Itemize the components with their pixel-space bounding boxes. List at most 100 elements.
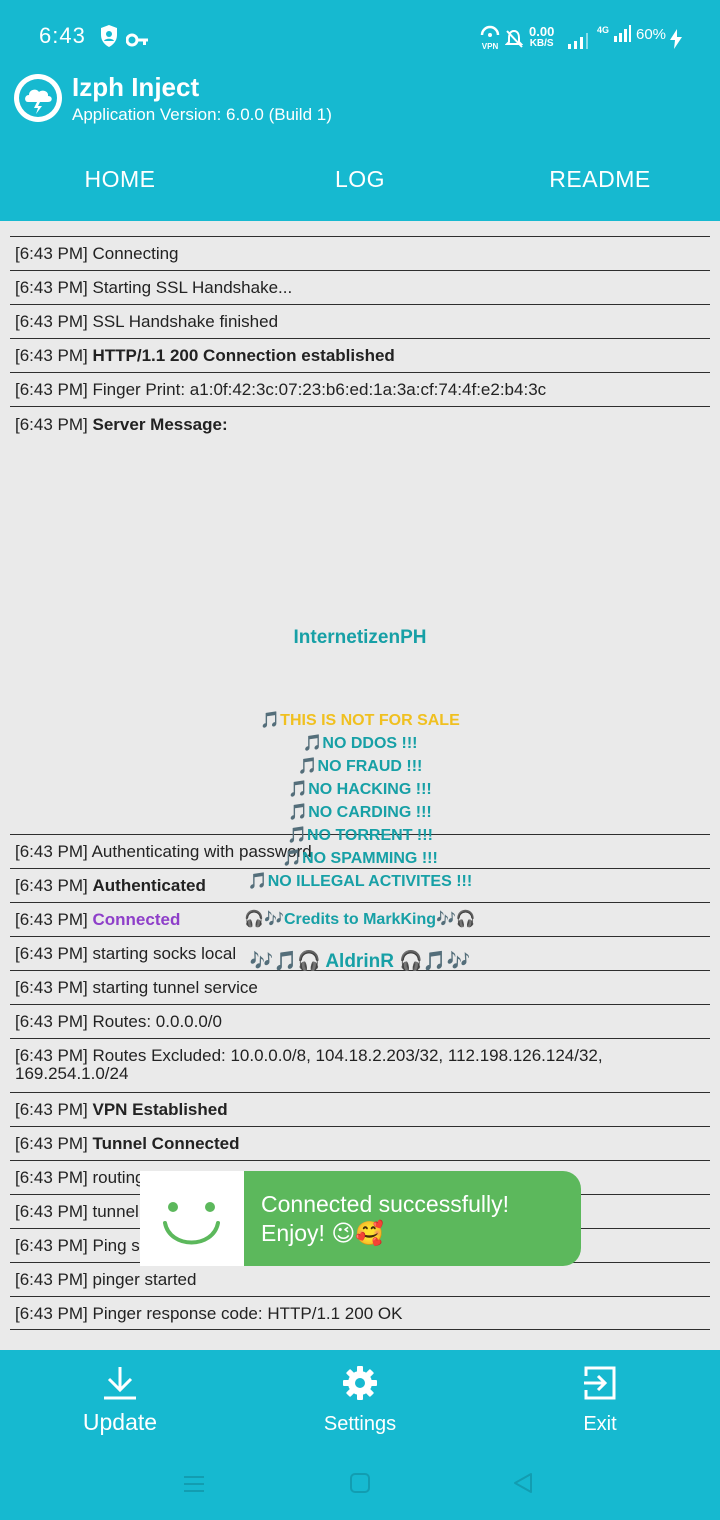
settings-label: Settings bbox=[323, 1413, 397, 1435]
music-note-icon: 🎵 bbox=[282, 850, 303, 867]
log-text: routing bbox=[92, 1168, 145, 1187]
log-timestamp: [6:43 PM] bbox=[15, 312, 88, 331]
settings-button[interactable]: Settings bbox=[240, 1364, 480, 1436]
log-timestamp: [6:43 PM] bbox=[15, 876, 88, 895]
exit-button[interactable]: Exit bbox=[480, 1364, 720, 1436]
smiley-icon bbox=[163, 1202, 220, 1245]
music-notes-icon: 🎶🎵🎧 bbox=[249, 951, 326, 972]
key-icon bbox=[126, 33, 148, 47]
gear-icon bbox=[343, 1366, 377, 1400]
rule-line: 🎵THIS IS NOT FOR SALE bbox=[10, 709, 710, 732]
top-bar: 6:43 VPN 0.00 KB/S bbox=[0, 0, 720, 221]
log-entry: [6:43 PM] HTTP/1.1 200 Connection establ… bbox=[10, 338, 710, 372]
credits-text: Credits to MarkKing bbox=[283, 911, 436, 928]
toast-message: Connected successfully! Enjoy! 😉🥰 bbox=[244, 1171, 581, 1266]
log-text: Authenticated bbox=[92, 876, 206, 895]
music-note-icon: 🎵 bbox=[302, 735, 323, 752]
system-nav-bar bbox=[0, 1470, 720, 1500]
storm-cloud-icon bbox=[19, 79, 57, 117]
log-timestamp: [6:43 PM] bbox=[15, 244, 88, 263]
log-timestamp: [6:43 PM] bbox=[15, 415, 88, 434]
log-timestamp: [6:43 PM] bbox=[15, 1304, 88, 1323]
download-icon bbox=[104, 1367, 136, 1400]
log-timestamp: [6:43 PM] bbox=[15, 1168, 88, 1187]
log-timestamp: [6:43 PM] bbox=[15, 842, 88, 861]
rule-text: NO ILLEGAL ACTIVITES !!! bbox=[267, 873, 473, 890]
log-text: Routes: 0.0.0.0/0 bbox=[92, 1012, 222, 1031]
signal-icon bbox=[568, 33, 588, 49]
bottom-bar: Update Settings Exit bbox=[0, 1350, 720, 1520]
log-timestamp: [6:43 PM] bbox=[15, 1100, 88, 1119]
signal-4g-icon bbox=[614, 25, 632, 42]
log-text: Pinger response code: HTTP/1.1 200 OK bbox=[92, 1304, 403, 1323]
headphones-icon: 🎧🎶 bbox=[244, 911, 284, 928]
rule-text: NO SPAMMING !!! bbox=[302, 850, 438, 867]
tab-readme[interactable]: README bbox=[549, 166, 651, 192]
rule-text: NO HACKING !!! bbox=[308, 781, 432, 798]
log-text: Starting SSL Handshake... bbox=[92, 278, 293, 297]
log-entry: [6:43 PM] Pinger response code: HTTP/1.1… bbox=[10, 1296, 710, 1330]
shield-icon bbox=[101, 25, 117, 47]
log-entry: [6:43 PM] Routes Excluded: 10.0.0.0/8, 1… bbox=[10, 1038, 710, 1092]
log-timestamp: [6:43 PM] bbox=[15, 910, 88, 929]
log-list: [6:43 PM] Connecting[6:43 PM] Starting S… bbox=[10, 236, 710, 1330]
network-speed: 0.00 KB/S bbox=[529, 25, 554, 49]
rule-text: NO DDOS !!! bbox=[322, 735, 418, 752]
rule-line: 🎵NO HACKING !!! bbox=[10, 778, 710, 801]
music-note-icon: 🎵 bbox=[297, 758, 318, 775]
log-entry: [6:43 PM] Connecting bbox=[10, 236, 710, 270]
app-bar: Izph Inject Application Version: 6.0.0 (… bbox=[0, 72, 720, 132]
server-message-label: Server Message: bbox=[92, 415, 228, 434]
tab-home[interactable]: HOME bbox=[84, 166, 156, 192]
log-text: pinger started bbox=[92, 1270, 197, 1289]
log-text: Connected bbox=[92, 910, 181, 929]
log-text: starting socks local bbox=[92, 944, 237, 963]
log-text: SSL Handshake finished bbox=[92, 312, 279, 331]
log-timestamp: [6:43 PM] bbox=[15, 978, 88, 997]
server-message-entry: [6:43 PM] Server Message: InternetizenPH… bbox=[10, 406, 710, 972]
log-timestamp: [6:43 PM] bbox=[15, 1012, 88, 1031]
rule-text: THIS IS NOT FOR SALE bbox=[280, 712, 460, 729]
bell-off-icon bbox=[505, 29, 523, 48]
log-text: VPN Established bbox=[92, 1100, 228, 1119]
log-entry: [6:43 PM] Tunnel Connected bbox=[10, 1126, 710, 1160]
exit-label: Exit bbox=[583, 1413, 617, 1435]
log-entry: [6:43 PM] pinger started bbox=[10, 1262, 710, 1296]
rule-line: 🎵NO DDOS !!! bbox=[10, 732, 710, 755]
update-label: Update bbox=[82, 1409, 158, 1435]
app-title: Izph Inject bbox=[72, 72, 200, 102]
exit-icon bbox=[584, 1366, 616, 1400]
rule-line: 🎵NO TORRENT !!! bbox=[10, 824, 710, 847]
log-entry: [6:43 PM] SSL Handshake finished bbox=[10, 304, 710, 338]
log-entry: [6:43 PM] starting socks local bbox=[10, 936, 710, 970]
back-nav-icon[interactable] bbox=[512, 1472, 534, 1494]
log-timestamp: [6:43 PM] bbox=[15, 1202, 88, 1221]
log-timestamp: [6:43 PM] bbox=[15, 1046, 88, 1065]
battery-percent: 60% bbox=[636, 26, 667, 43]
log-text: Routes Excluded: 10.0.0.0/8, 104.18.2.20… bbox=[15, 1046, 603, 1083]
log-timestamp: [6:43 PM] bbox=[15, 1270, 88, 1289]
music-notes-icon: 🎧🎵🎶 bbox=[393, 951, 471, 972]
log-timestamp: [6:43 PM] bbox=[15, 380, 88, 399]
log-timestamp: [6:43 PM] bbox=[15, 1236, 88, 1255]
credits-line: 🎧🎶Credits to MarkKing🎶🎧 bbox=[10, 909, 710, 929]
log-entry: [6:43 PM] Server Message: bbox=[10, 407, 710, 443]
recent-apps-icon[interactable] bbox=[183, 1474, 205, 1494]
app-logo bbox=[14, 74, 62, 122]
log-entry: [6:43 PM] starting tunnel service bbox=[10, 970, 710, 1004]
log-entry: [6:43 PM] VPN Established bbox=[10, 1092, 710, 1126]
log-entry: [6:43 PM] Connected bbox=[10, 902, 710, 936]
home-nav-icon[interactable] bbox=[349, 1472, 371, 1494]
rules-list: 🎵THIS IS NOT FOR SALE🎵NO DDOS !!!🎵NO FRA… bbox=[10, 709, 710, 893]
log-text: starting tunnel service bbox=[92, 978, 258, 997]
log-entry: [6:43 PM] Authenticated bbox=[10, 868, 710, 902]
tab-log[interactable]: LOG bbox=[334, 166, 386, 192]
log-text: Tunnel Connected bbox=[92, 1134, 240, 1153]
log-entry: [6:43 PM] Routes: 0.0.0.0/0 bbox=[10, 1004, 710, 1038]
vpn-status: VPN bbox=[478, 24, 502, 52]
app-version: Application Version: 6.0.0 (Build 1) bbox=[72, 105, 332, 124]
toast-line-2: Enjoy! 😉🥰 bbox=[261, 1220, 384, 1246]
update-button[interactable]: Update bbox=[0, 1364, 240, 1436]
charging-icon bbox=[670, 29, 682, 49]
mobile-data-status: 4G bbox=[597, 25, 632, 48]
